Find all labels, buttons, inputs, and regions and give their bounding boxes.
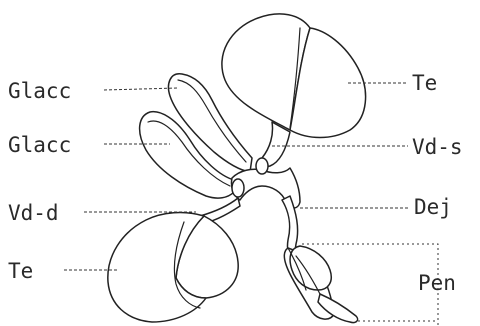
leader-glacc-top bbox=[104, 88, 178, 90]
testis-upper bbox=[222, 14, 366, 167]
label-glacc-top: Glacc bbox=[8, 79, 71, 103]
label-te-right: Te bbox=[412, 71, 437, 95]
label-dej: Dej bbox=[414, 195, 452, 219]
label-te-left: Te bbox=[8, 259, 33, 283]
label-pen: Pen bbox=[418, 271, 456, 295]
label-vd-s: Vd-s bbox=[412, 135, 463, 159]
duct-bulb-upper bbox=[256, 158, 268, 174]
penis-complex bbox=[284, 246, 357, 323]
testis-lower bbox=[108, 198, 240, 322]
duct-bulb-left bbox=[232, 179, 244, 197]
label-vd-d: Vd-d bbox=[8, 201, 59, 225]
label-glacc-mid: Glacc bbox=[8, 133, 71, 157]
